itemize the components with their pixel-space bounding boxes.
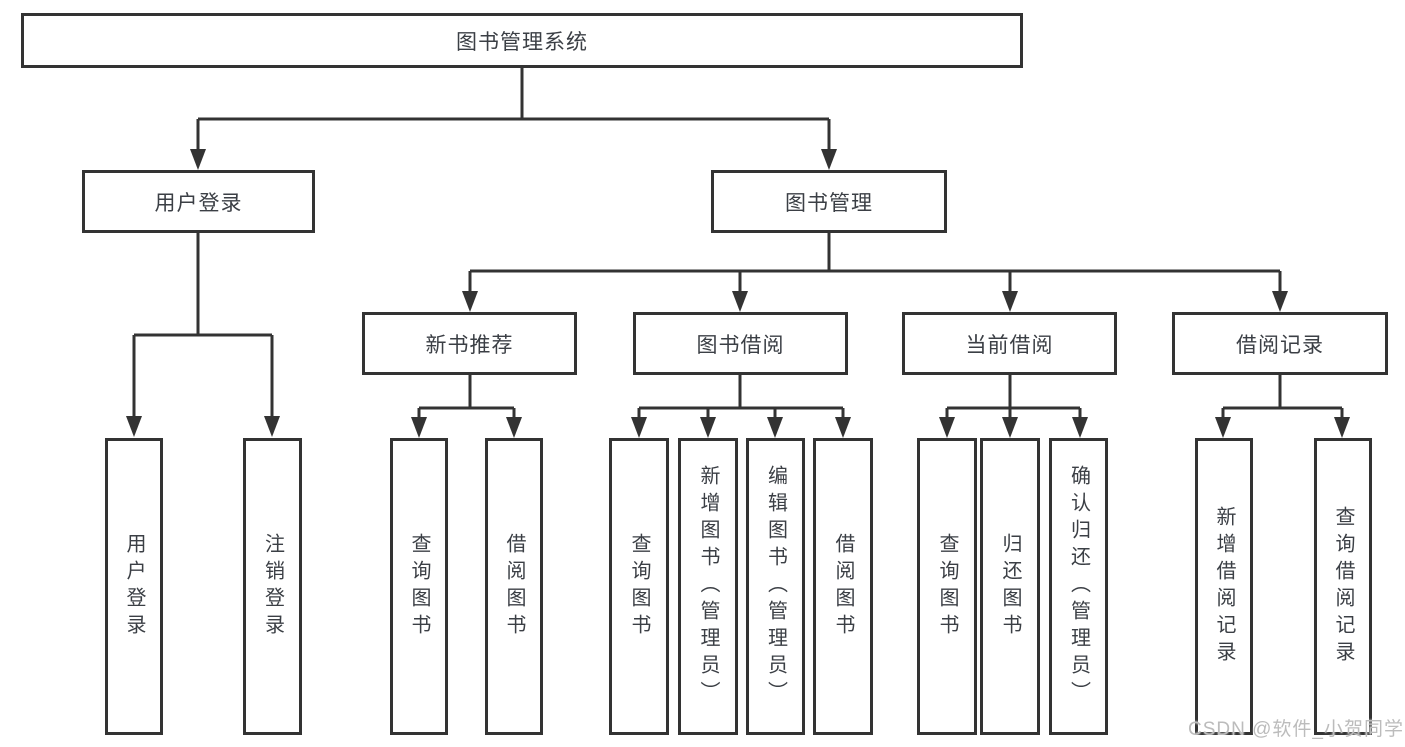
watermark-text: CSDN @软件_小贺同学 xyxy=(1188,719,1404,740)
connector-root xyxy=(196,68,831,152)
leaf-edit-book-admin: 编辑图书（管理员） xyxy=(746,438,805,735)
leaf-label: 新增图书（管理员） xyxy=(697,465,719,708)
leaf-query-borrow-record: 查询借阅记录 xyxy=(1314,438,1372,735)
node-label: 用户登录 xyxy=(154,191,243,215)
connector-borrow-records xyxy=(1221,375,1344,422)
leaf-label: 归还图书 xyxy=(999,532,1021,641)
node-label: 当前借阅 xyxy=(965,333,1054,357)
node-label: 图书借阅 xyxy=(696,333,785,357)
leaf-label: 查询借阅记录 xyxy=(1332,505,1354,668)
node-book-borrow: 图书借阅 xyxy=(633,312,848,375)
leaf-label: 确认归还（管理员） xyxy=(1067,465,1090,708)
connector-book-borrow xyxy=(637,375,845,422)
leaf-add-borrow-record: 新增借阅记录 xyxy=(1195,438,1253,735)
leaf-return-book: 归还图书 xyxy=(980,438,1040,735)
node-borrow-records: 借阅记录 xyxy=(1172,312,1388,375)
leaf-label: 编辑图书（管理员） xyxy=(764,465,787,708)
connector-new-book-rec xyxy=(417,375,516,422)
node-root: 图书管理系统 xyxy=(21,13,1023,68)
connector-user-login xyxy=(132,233,274,421)
leaf-query-books-3: 查询图书 xyxy=(917,438,977,735)
leaf-user-login: 用户登录 xyxy=(105,438,163,735)
leaf-borrow-books-1: 借阅图书 xyxy=(485,438,543,735)
leaf-query-books-2: 查询图书 xyxy=(609,438,669,735)
node-new-book-rec: 新书推荐 xyxy=(362,312,577,375)
leaf-label: 查询图书 xyxy=(628,532,650,641)
leaf-confirm-return-admin: 确认归还（管理员） xyxy=(1049,438,1108,735)
connector-current-borrow xyxy=(945,375,1082,422)
connector-book-mgmt xyxy=(468,233,1282,296)
node-current-borrow: 当前借阅 xyxy=(902,312,1117,375)
node-label: 借阅记录 xyxy=(1236,333,1324,357)
node-label: 新书推荐 xyxy=(425,333,514,357)
arrowheads xyxy=(126,149,1350,438)
leaf-query-books-1: 查询图书 xyxy=(390,438,448,735)
leaf-label: 注销登录 xyxy=(261,532,284,641)
leaf-label: 借阅图书 xyxy=(503,532,525,641)
leaf-label: 借阅图书 xyxy=(832,532,854,641)
leaf-add-book-admin: 新增图书（管理员） xyxy=(678,438,738,735)
leaf-label: 查询图书 xyxy=(408,532,430,641)
node-book-mgmt-branch: 图书管理 xyxy=(711,170,947,233)
leaf-label: 查询图书 xyxy=(936,532,958,641)
leaf-label: 用户登录 xyxy=(123,532,145,641)
node-user-login-branch: 用户登录 xyxy=(82,170,315,233)
leaf-logout: 注销登录 xyxy=(243,438,302,735)
node-root-label: 图书管理系统 xyxy=(456,30,588,54)
node-label: 图书管理 xyxy=(785,191,873,215)
leaf-borrow-books-2: 借阅图书 xyxy=(813,438,873,735)
leaf-label: 新增借阅记录 xyxy=(1213,505,1235,668)
